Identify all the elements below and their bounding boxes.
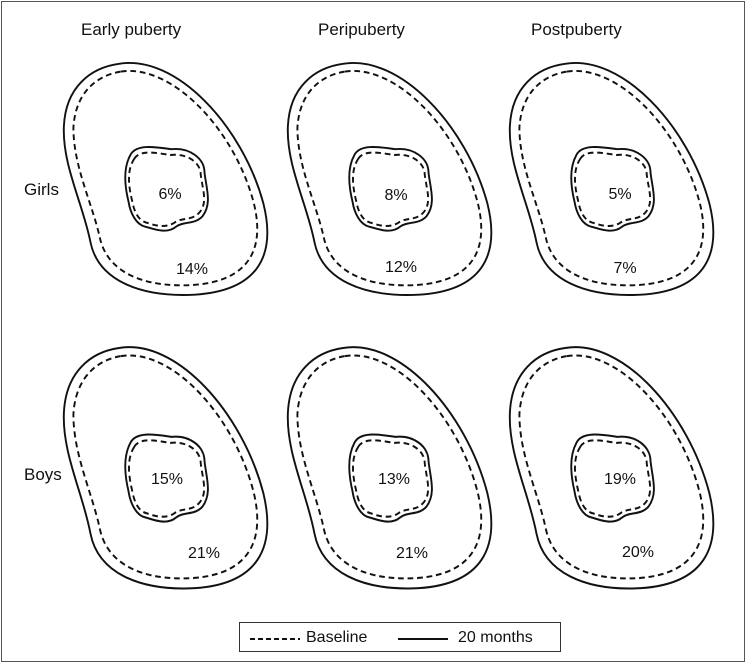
followup-contour	[510, 63, 714, 295]
row-label-girls: Girls	[24, 180, 59, 200]
outer-percent-label: 12%	[385, 259, 417, 277]
outer-percent-label: 20%	[622, 544, 654, 562]
inner-percent-label: 6%	[158, 186, 181, 204]
baseline-contour	[297, 355, 481, 578]
dashed-line-swatch	[250, 637, 300, 641]
inner-percent-label: 15%	[151, 471, 183, 489]
outer-percent-label: 14%	[176, 261, 208, 279]
outer-percent-label: 7%	[613, 260, 636, 278]
column-header-early-puberty: Early puberty	[81, 20, 181, 40]
legend: Baseline 20 months	[239, 622, 561, 652]
baseline-contour	[519, 71, 703, 285]
legend-followup-label: 20 months	[458, 629, 533, 647]
baseline-contour	[519, 355, 703, 578]
inner-percent-label: 13%	[378, 471, 410, 489]
inner-percent-label: 8%	[384, 187, 407, 205]
followup-contour	[510, 347, 714, 588]
legend-baseline-label: Baseline	[306, 629, 367, 647]
column-header-peripuberty: Peripuberty	[318, 20, 405, 40]
baseline-contour	[73, 71, 257, 285]
solid-line-swatch	[398, 637, 448, 641]
outer-percent-label: 21%	[396, 545, 428, 563]
followup-contour	[64, 347, 268, 588]
row-label-boys: Boys	[24, 465, 62, 485]
baseline-contour	[73, 355, 257, 578]
column-header-postpuberty: Postpuberty	[531, 20, 622, 40]
inner-percent-label: 19%	[604, 471, 636, 489]
followup-contour	[64, 63, 268, 295]
baseline-contour	[297, 71, 481, 285]
outer-percent-label: 21%	[188, 545, 220, 563]
inner-percent-label: 5%	[608, 186, 631, 204]
followup-contour	[288, 347, 492, 588]
